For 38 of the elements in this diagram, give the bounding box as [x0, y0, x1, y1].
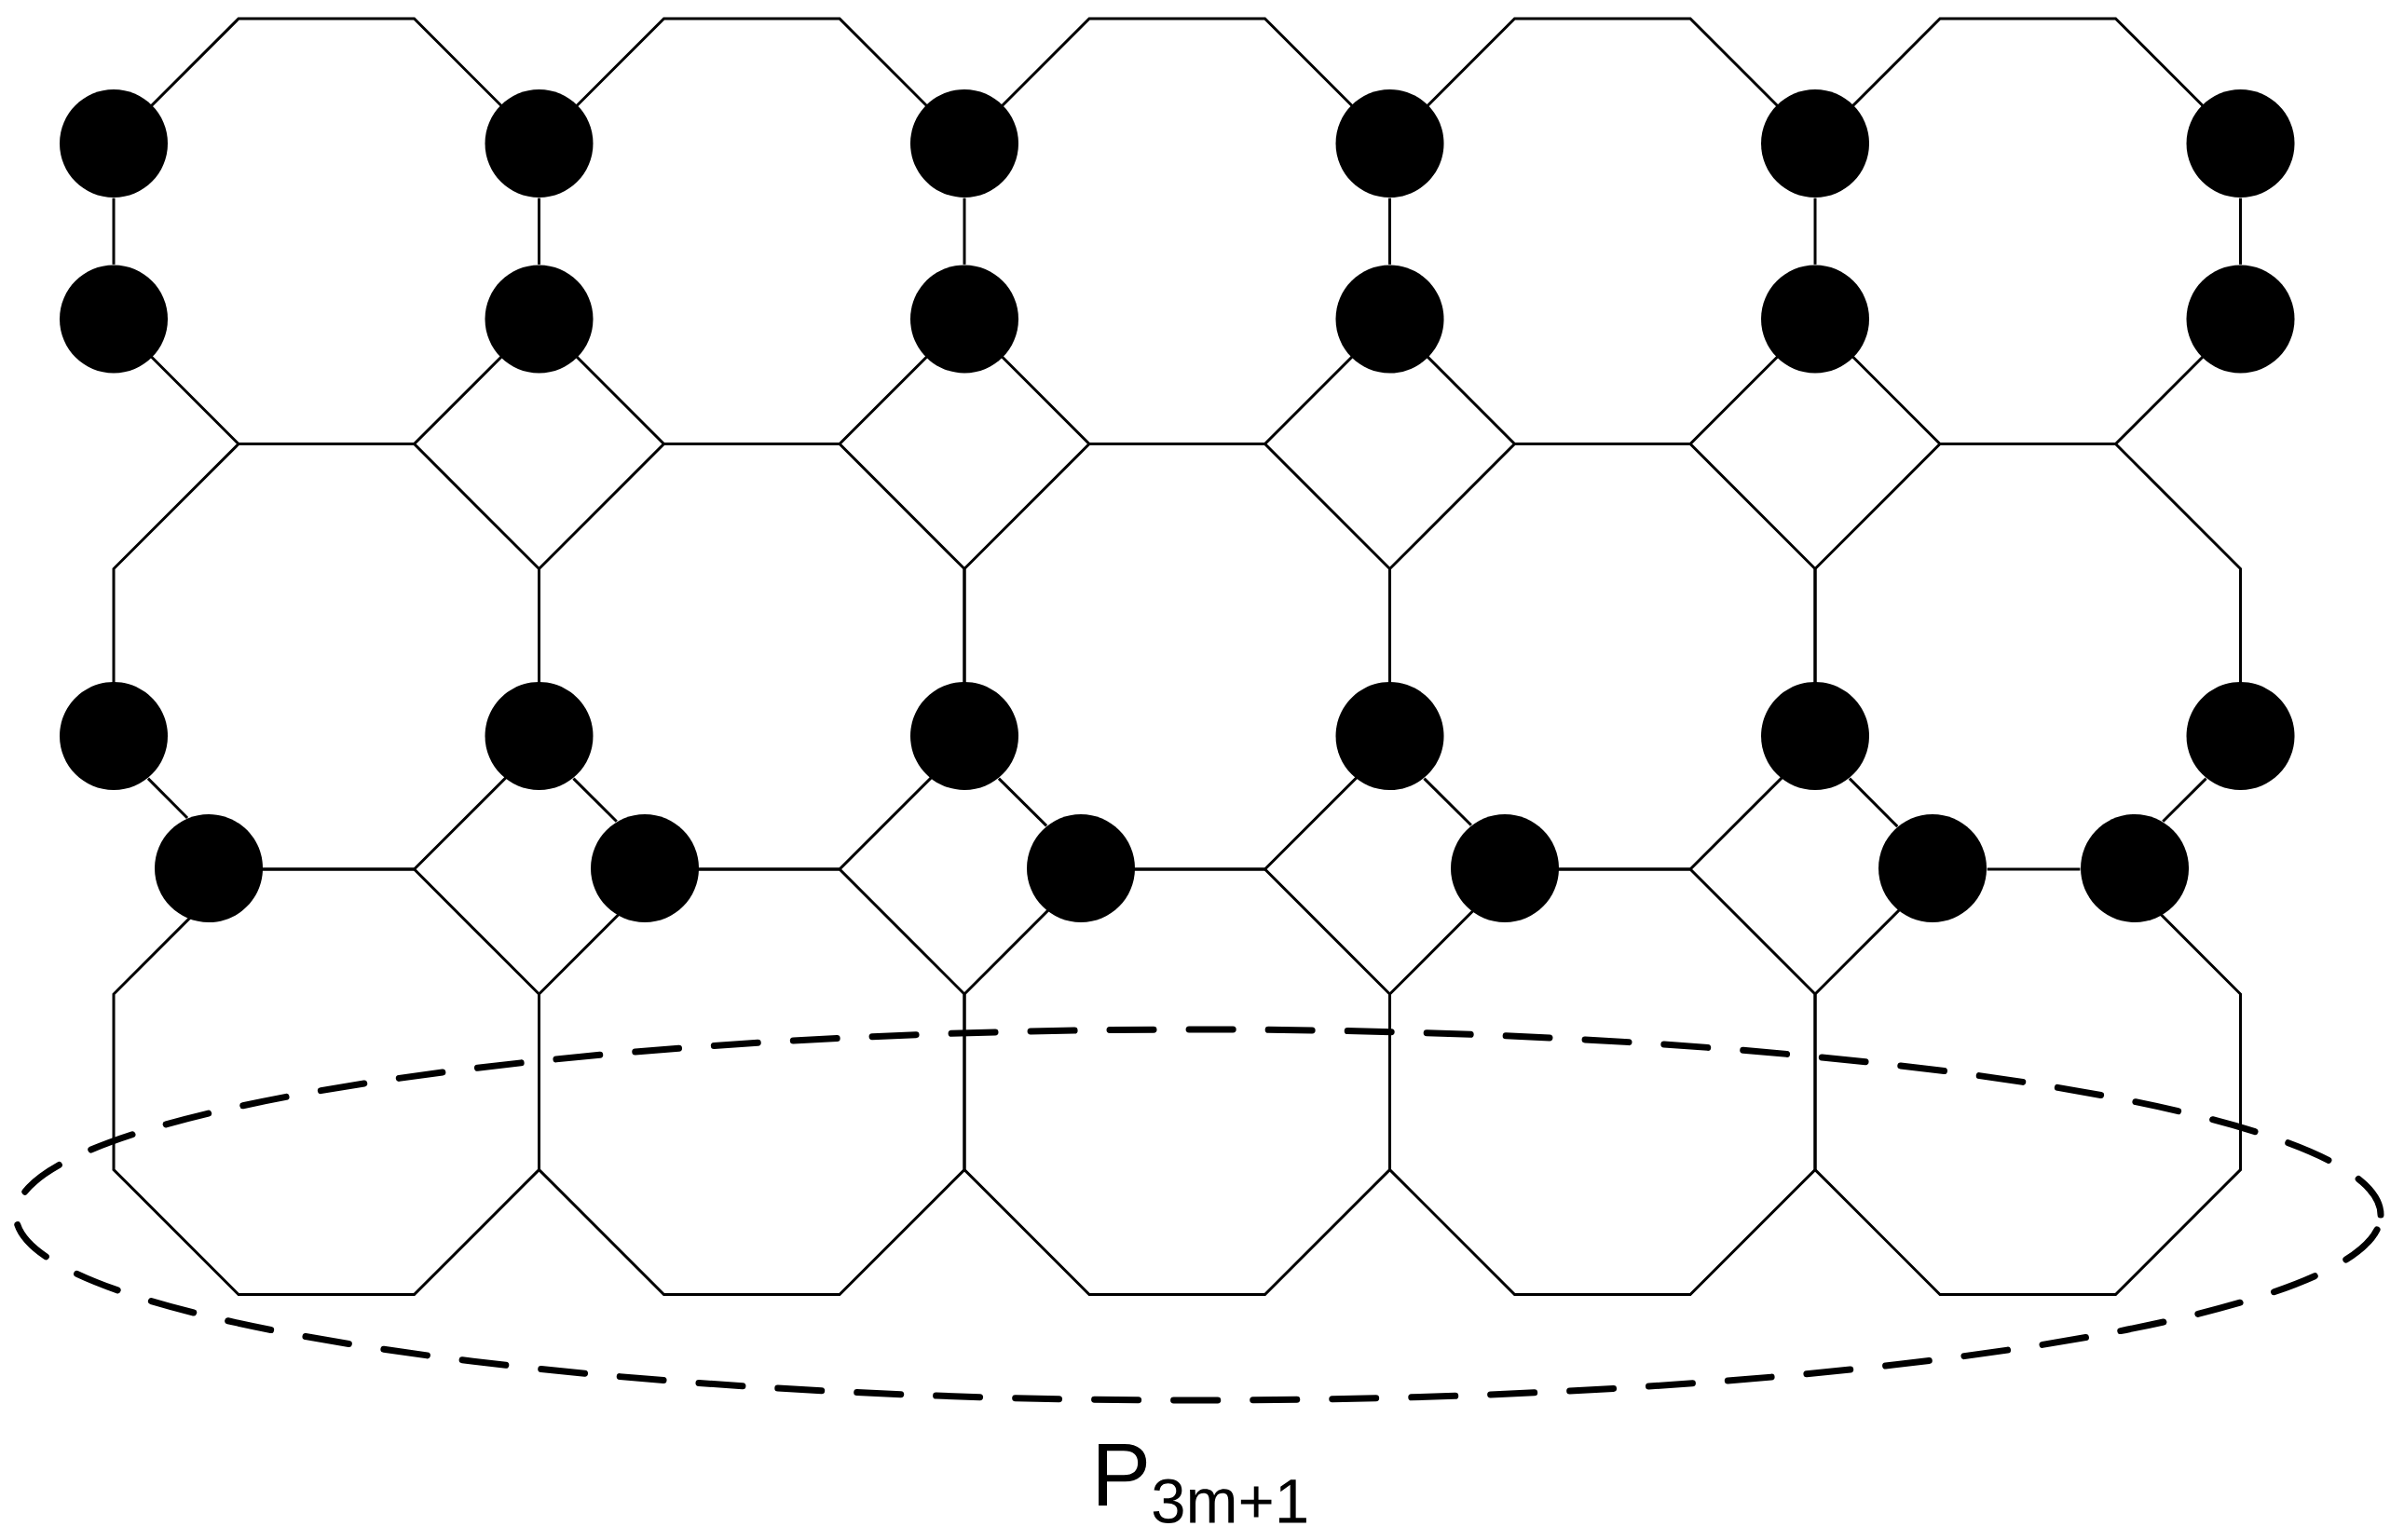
edge-line: [997, 777, 1048, 827]
vertex-dot: [910, 265, 1018, 374]
ellipse-label: P$_{3m+1}$: [1099, 1444, 1306, 1524]
vertex-dot: [1335, 89, 1444, 198]
vertex-dot: [1761, 265, 1869, 374]
edge-line: [1987, 867, 2081, 871]
vertex-dot: [910, 89, 1018, 198]
edge-line: [572, 777, 618, 823]
vertex-dot: [60, 89, 168, 198]
edge-line: [1848, 777, 1899, 828]
vertex-dot: [155, 814, 263, 922]
vertex-dot: [1335, 265, 1444, 374]
vertex-dot: [485, 89, 594, 198]
vertex-dot: [910, 682, 1018, 790]
edge-line: [963, 198, 966, 265]
edge-line: [538, 198, 540, 265]
edge-line: [2162, 777, 2207, 823]
vertex-dot: [1761, 89, 1869, 198]
edge-line: [1423, 777, 1472, 826]
vertex-dot: [2186, 265, 2295, 374]
edge-line: [146, 777, 189, 820]
vertex-dot: [2186, 89, 2295, 198]
vertex-dot: [1335, 682, 1444, 790]
edge-line: [1813, 198, 1817, 265]
vertex-dot: [1761, 682, 1869, 790]
vertex-dot: [2186, 682, 2295, 790]
vertex-dot: [1451, 814, 1559, 922]
vertex-dot: [60, 265, 168, 374]
edge-line: [2239, 198, 2242, 265]
vertex-dot: [485, 682, 594, 790]
vertex-dot: [1878, 814, 1987, 922]
edge-line: [112, 198, 116, 265]
vertex-dot: [485, 265, 594, 374]
vertex-dot: [591, 814, 699, 922]
vertex-dot: [60, 682, 168, 790]
edge-line: [1388, 198, 1391, 265]
vertex-dot: [1027, 814, 1135, 922]
vertex-dot: [2081, 814, 2190, 922]
